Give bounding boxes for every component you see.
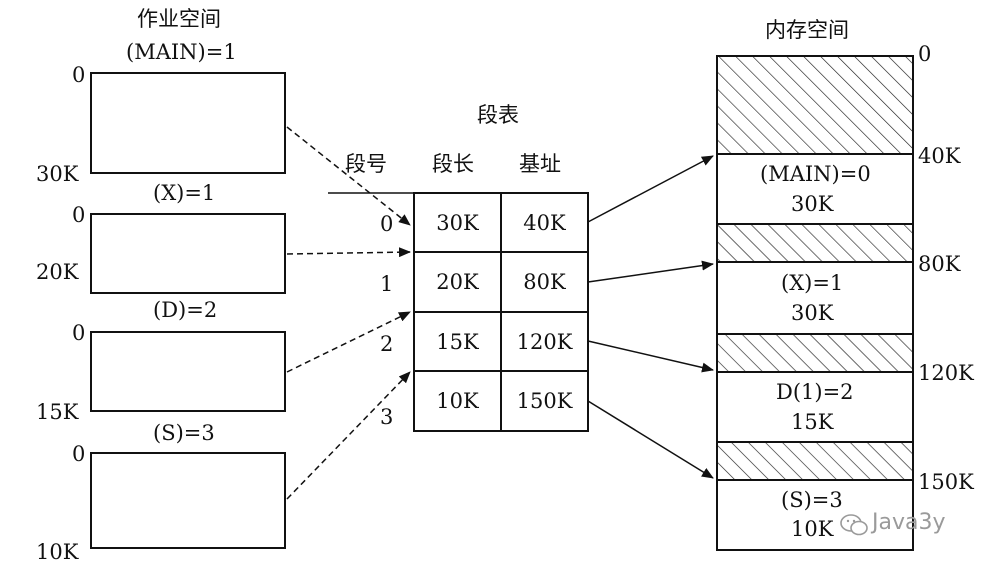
memory-addr-0: 0 <box>918 42 932 66</box>
memory-addr-3: 120K <box>918 361 974 385</box>
job-seg-d-end: 15K <box>36 400 79 424</box>
memory-block-d-size: 15K <box>791 410 834 434</box>
job-seg-x-label: (X)=1 <box>153 181 216 205</box>
job-seg-d-start: 0 <box>72 321 86 345</box>
memory-block-x-name: (X)=1 <box>781 271 844 295</box>
job-seg-main-end: 30K <box>36 162 79 186</box>
arrow-row0-to-memory <box>587 155 714 223</box>
job-seg-main-start: 0 <box>72 63 86 87</box>
memory-addr-4: 150K <box>918 470 974 494</box>
segment-row-3-len: 10K <box>436 389 479 413</box>
job-seg-x-start: 0 <box>72 203 86 227</box>
arrow-main-to-table <box>286 126 411 226</box>
segment-row-2-no: 2 <box>380 332 394 356</box>
job-seg-x-end: 20K <box>36 260 79 284</box>
segment-row-1-base: 80K <box>523 270 566 294</box>
memory-block-main-name: (MAIN)=0 <box>760 162 871 186</box>
memory-block-s-name: (S)=3 <box>781 488 843 512</box>
segment-row-1-len: 20K <box>436 270 479 294</box>
job-seg-s-box <box>90 452 286 549</box>
memory-hatch-1 <box>716 223 914 263</box>
job-space-title: 作业空间 <box>137 7 221 31</box>
segment-row-0-base: 40K <box>523 210 566 235</box>
segment-table-header-len: 段长 <box>432 152 474 176</box>
segment-row-3-base: 150K <box>516 389 573 413</box>
memory-addr-1: 40K <box>918 144 961 168</box>
job-seg-x-box <box>90 213 286 294</box>
segment-table-header-base: 基址 <box>519 152 561 176</box>
memory-hatch-0 <box>716 55 914 155</box>
job-seg-s-start: 0 <box>72 442 86 466</box>
wechat-icon <box>840 514 868 536</box>
job-seg-main-box <box>90 72 286 174</box>
arrow-d-to-table <box>286 311 411 373</box>
segment-row-0-len: 30K <box>436 210 479 235</box>
arrow-x-to-table <box>286 247 411 258</box>
segment-table-title: 段表 <box>477 103 519 127</box>
segment-row-3-no: 3 <box>380 405 394 429</box>
memory-block-s <box>716 479 914 551</box>
job-seg-d-label: (D)=2 <box>153 298 218 322</box>
job-seg-d-box <box>90 331 286 412</box>
memory-block-main-size: 30K <box>791 192 834 216</box>
memory-block-x <box>716 261 914 335</box>
segment-row-0-no: 0 <box>380 212 394 236</box>
memory-block-d-name: D(1)=2 <box>776 380 854 404</box>
segment-row-2-len: 15K <box>436 329 479 354</box>
memory-hatch-2 <box>716 333 914 373</box>
arrow-row2-to-memory <box>587 340 714 373</box>
memory-block-d <box>716 371 914 443</box>
arrow-row3-to-memory <box>587 400 714 479</box>
segment-row-1-no: 1 <box>380 272 394 296</box>
job-seg-s-end: 10K <box>36 540 79 564</box>
segment-row-2-base: 120K <box>516 329 573 354</box>
job-seg-s-label: (S)=3 <box>153 421 215 445</box>
segment-table-header-no: 段号 <box>345 152 387 176</box>
watermark-text: Java3y <box>872 510 946 535</box>
memory-addr-2: 80K <box>918 252 961 276</box>
memory-space-title: 内存空间 <box>765 18 849 42</box>
memory-block-s-size: 10K <box>791 517 834 541</box>
memory-hatch-3 <box>716 441 914 481</box>
arrow-s-to-table <box>286 371 411 500</box>
memory-block-main <box>716 153 914 225</box>
arrow-row1-to-memory <box>587 260 714 283</box>
job-seg-main-label: (MAIN)=1 <box>126 40 237 64</box>
memory-block-x-size: 30K <box>791 301 834 325</box>
